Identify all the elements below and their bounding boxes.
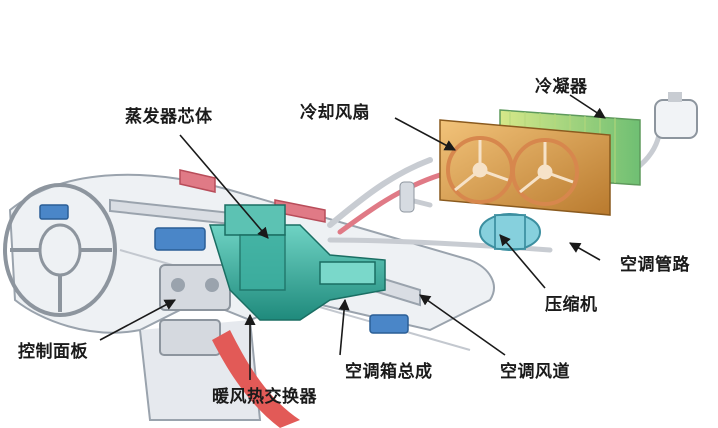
label-cooling-fan: 冷却风扇 <box>300 98 370 123</box>
label-compressor: 压缩机 <box>545 290 598 315</box>
label-ac-duct: 空调风道 <box>500 357 570 382</box>
label-heater-core: 暖风热交换器 <box>212 382 317 407</box>
compressor <box>480 214 540 250</box>
label-control-panel: 控制面板 <box>18 337 88 362</box>
receiver-drier <box>400 182 414 212</box>
label-ac-pipeline: 空调管路 <box>620 250 690 275</box>
label-evaporator-core: 蒸发器芯体 <box>125 102 213 127</box>
expansion-tank <box>655 92 697 138</box>
label-condenser: 冷凝器 <box>535 72 588 97</box>
label-ac-box-assembly: 空调箱总成 <box>345 357 433 382</box>
